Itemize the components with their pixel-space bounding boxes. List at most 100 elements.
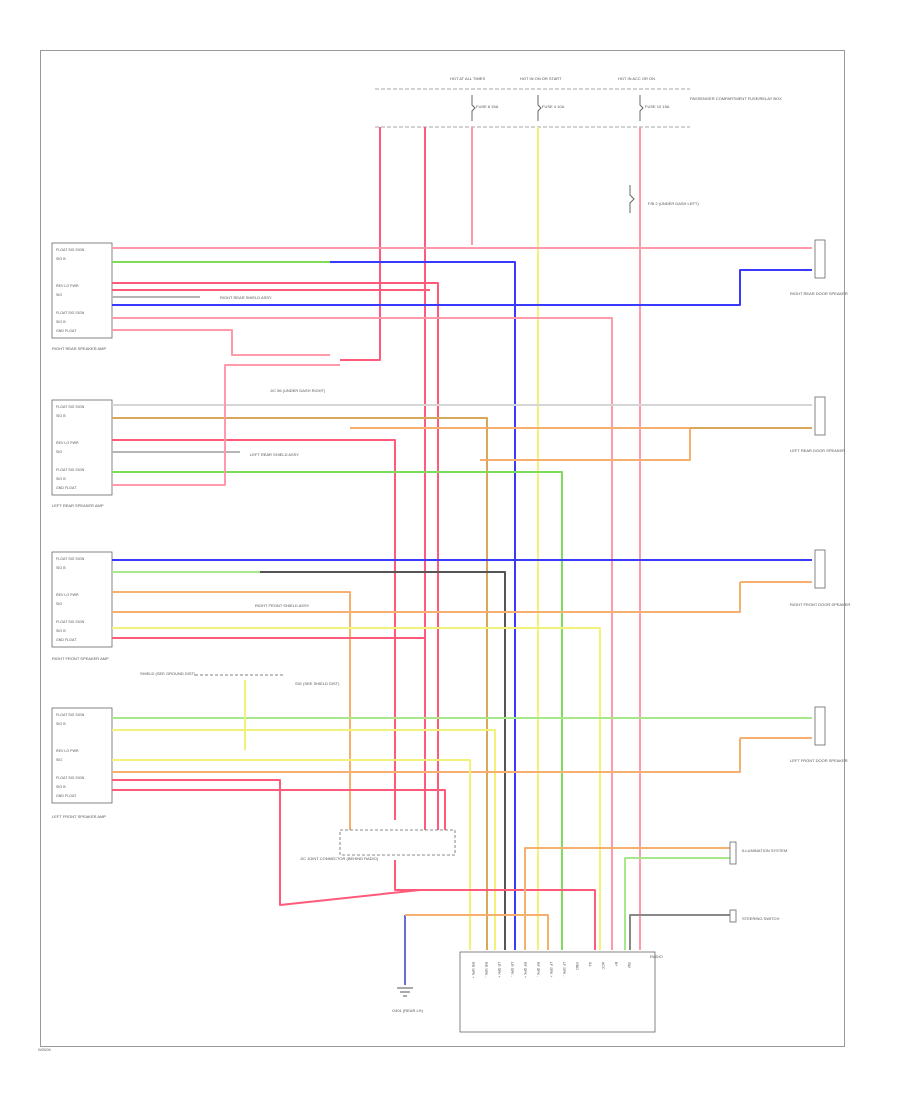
wire-rf-yellow: [112, 627, 601, 950]
wire-trunk-red-1: [340, 127, 381, 361]
footer-code: W0006: [38, 1047, 51, 1052]
radio-pin-label: ILL: [588, 962, 592, 967]
amp-pin-label: SIG: [56, 602, 62, 606]
fuse-symbol-2: [537, 95, 542, 121]
amp-label-left-rear: LEFT REAR SPEAKER AMP: [52, 503, 104, 508]
radio-pin-label: RR SPK -: [484, 962, 488, 978]
amp-pin-label: SIG B: [56, 785, 66, 789]
wire-rr-pink-c: [112, 329, 330, 356]
aux-fuse-symbol: [629, 185, 635, 213]
wire-lr-orange: [350, 427, 691, 461]
amp-pin-label: SIG B: [56, 257, 66, 261]
amp-label-left-front: LEFT FRONT SPEAKER AMP: [52, 814, 106, 819]
radio-pin-label: RF SPK +: [523, 962, 527, 978]
joint-connector-label: J/C JOINT CONNECTOR (BEHIND RADIO): [300, 856, 379, 861]
radio-pin-label: SW: [627, 962, 631, 968]
wire-rf-black: [260, 571, 506, 950]
joint-connector: [339, 829, 456, 856]
speaker-right-rear: [814, 239, 826, 279]
amp-pin-labels: FLOAT SIG SIGN SIG B REV LO PWR SIG FLOAT SI…: [56, 248, 85, 798]
wire-rr-red-a: [112, 282, 439, 830]
amp-pin-label: FLOAT SIG SIGN: [56, 468, 85, 472]
amp-pin-label: SIG B: [56, 629, 66, 633]
amp-label-right-rear: RIGHT REAR SPEAKER AMP: [52, 346, 106, 351]
wire-lr-red: [112, 439, 396, 820]
speaker-left-front: [814, 706, 826, 746]
amp-pin-label: REV LO PWR: [56, 441, 79, 445]
amp-pin-label: FLOAT SIG SIGN: [56, 557, 85, 561]
amp-box-left-front: [51, 707, 113, 804]
radio-pin-label: ACC: [601, 962, 605, 970]
amp-pin-label: FLOAT SIG SIGN: [56, 713, 85, 717]
amp-pin-label: SIG B: [56, 477, 66, 481]
radio-pin-label: RF SPK -: [536, 962, 540, 978]
fuse-label-1: FUSE 8 15A: [476, 104, 499, 109]
cable-note-rf: RIGHT FRONT SHIELD ASSY: [255, 603, 310, 608]
amp-pin-label: FLOAT SIG SIGN: [56, 776, 85, 780]
speaker-right-front: [814, 549, 826, 589]
radio-pin-label: RR SPK +: [471, 962, 475, 978]
amp-box-left-rear: [51, 399, 113, 496]
speaker-label-right-front: RIGHT FRONT DOOR SPEAKER: [790, 602, 850, 607]
wire-rr-pink-b: [112, 317, 613, 950]
amp-pin-label: FLOAT SIG SIGN: [56, 311, 85, 315]
illumination-label: ILLUMINATION SYSTEM: [742, 848, 787, 853]
cable-note-lr: LEFT REAR SHIELD ASSY: [250, 452, 299, 457]
lf-source-label: SHIELD (SEE GROUND DIST): [140, 671, 196, 676]
amp-pin-label: REV LO PWR: [56, 284, 79, 288]
wire-lf-yellow2: [112, 759, 471, 950]
amp-pin-label: GND FLOAT: [56, 794, 77, 798]
wire-lf-orange: [112, 737, 812, 773]
speaker-label-right-rear: RIGHT REAR DOOR SPEAKER: [790, 291, 848, 296]
amp-pin-label: GND FLOAT: [56, 329, 77, 333]
wire-rr-blue-2: [112, 269, 812, 306]
ground-icon: [397, 987, 413, 997]
fuse-header-1: HOT AT ALL TIMES: [450, 76, 485, 81]
fuse-label-3: FUSE 10 15A: [645, 104, 670, 109]
diagram-frame: [40, 50, 845, 1047]
amp-pin-label: SIG: [56, 293, 62, 297]
amp-box-right-front: [51, 551, 113, 648]
amp-pin-label: REV LO PWR: [56, 593, 79, 597]
radio-pin-label: GND: [575, 962, 579, 970]
speaker-label-left-rear: LEFT REAR DOOR SPEAKER: [790, 448, 845, 453]
wire-illum-orange: [524, 847, 730, 950]
wire-joint-red: [394, 860, 596, 950]
steering-switch-connector: [729, 909, 737, 923]
radio-pin-label: LR SPK +: [497, 962, 501, 978]
fuse-header-2: HOT IN ON OR START: [520, 76, 562, 81]
amp-pin-label: SIG B: [56, 320, 66, 324]
wire-lf-yellow: [112, 729, 496, 950]
speaker-left-rear: [814, 396, 826, 436]
amp-pin-label: FLOAT SIG SIGN: [56, 248, 85, 252]
amp-pin-label: FLOAT SIG SIGN: [56, 620, 85, 624]
wire-radio-orange2: [470, 914, 549, 950]
fuse-header-3: HOT IN ACC OR ON: [618, 76, 655, 81]
wire-rf-orange: [112, 591, 351, 830]
wire-lr-pink: [112, 364, 340, 486]
amp-pin-label: SIG: [56, 450, 62, 454]
amp-pin-label: SIG: [56, 758, 62, 762]
radio-pin-label: B+: [614, 962, 618, 967]
wire-lf-red-b: [112, 779, 421, 906]
fuse-label-2: FUSE 4 10A: [542, 104, 565, 109]
amp-pin-label: SIG B: [56, 566, 66, 570]
radio-pin-label: LF SPK -: [562, 962, 566, 977]
amp-pin-label: SIG B: [56, 722, 66, 726]
connector-label: J/C 56 (UNDER DASH RIGHT): [270, 388, 326, 393]
steering-switch-label: STEERING SWITCH: [742, 916, 779, 921]
wire-rr-blue: [330, 261, 516, 950]
fuse-symbol-3: [639, 95, 644, 121]
amp-label-right-front: RIGHT FRONT SPEAKER AMP: [52, 656, 109, 661]
speaker-label-left-front: LEFT FRONT DOOR SPEAKER: [790, 758, 848, 763]
wire-illum-green: [624, 857, 730, 950]
radio-pin-labels: RR SPK +RR SPK -LR SPK +LR SPK -RF SPK +…: [471, 962, 631, 978]
wire-rf-orange-r: [112, 581, 812, 613]
wire-steer-gray: [629, 914, 730, 950]
radio-connector: [459, 951, 656, 1033]
illumination-connector: [729, 841, 737, 865]
cable-note-rr: RIGHT REAR SHIELD ASSY: [220, 295, 272, 300]
radio-pin-label: LF SPK +: [549, 962, 553, 977]
amp-pin-label: GND FLOAT: [56, 486, 77, 490]
